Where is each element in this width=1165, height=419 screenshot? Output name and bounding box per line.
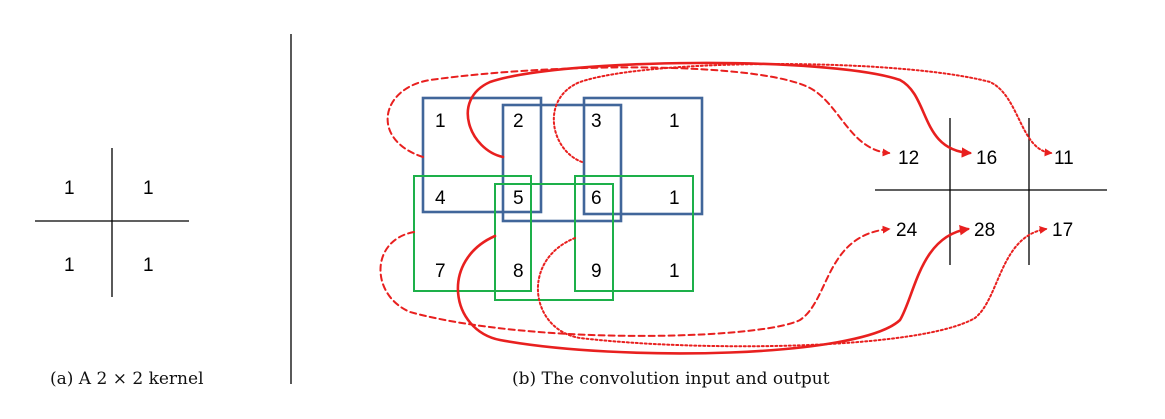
input-cell-10: 8: [513, 261, 524, 282]
input-cell-5: 4: [435, 188, 446, 209]
kernel-panel: 1 1 1 1 (a) A 2 × 2 kernel: [35, 148, 204, 389]
arrow-to-output-12: [386, 66, 891, 158]
window-bottom-3: [574, 175, 694, 292]
window-top-1: [421, 96, 543, 214]
convolution-caption: (b) The convolution input and output: [512, 369, 830, 389]
output-cell-6: 17: [1052, 220, 1073, 241]
kernel-cell-1: 1: [64, 178, 75, 199]
arrow-to-output-17: [537, 226, 1048, 348]
input-cell-11: 9: [591, 261, 602, 282]
window-bottom-2: [494, 183, 614, 301]
input-cell-6: 5: [513, 188, 524, 209]
input-cell-3: 3: [591, 111, 602, 132]
window-top-3: [582, 96, 704, 216]
output-cell-3: 11: [1054, 148, 1074, 169]
output-cell-1: 12: [898, 148, 919, 169]
window-bottom-1: [413, 175, 532, 292]
input-cell-9: 7: [435, 261, 446, 282]
input-cell-7: 6: [591, 188, 602, 209]
input-matrix: 1 2 3 1 4 5 6 1 7 8 9 1: [435, 111, 680, 282]
input-cell-12: 1: [669, 261, 680, 282]
input-cell-2: 2: [513, 111, 524, 132]
arrow-to-output-28: [456, 225, 971, 355]
kernel-caption: (a) A 2 × 2 kernel: [50, 369, 204, 389]
kernel-cell-4: 1: [143, 255, 154, 276]
input-cell-4: 1: [669, 111, 680, 132]
kernel-cell-3: 1: [64, 255, 75, 276]
arrow-to-output-16: [466, 61, 973, 159]
output-cell-5: 28: [974, 220, 995, 241]
arrow-to-output-24: [379, 225, 891, 337]
input-cell-8: 1: [669, 188, 680, 209]
output-cell-4: 24: [896, 220, 918, 241]
kernel-cell-2: 1: [143, 178, 154, 199]
window-top-2: [501, 103, 623, 223]
sliding-windows: [413, 96, 704, 301]
output-matrix: 12 16 11 24 28 17: [875, 118, 1107, 265]
arrow-to-output-11: [553, 63, 1053, 163]
input-cell-1: 1: [435, 111, 446, 132]
mapping-arrows: [379, 61, 1053, 355]
output-cell-2: 16: [976, 148, 997, 169]
